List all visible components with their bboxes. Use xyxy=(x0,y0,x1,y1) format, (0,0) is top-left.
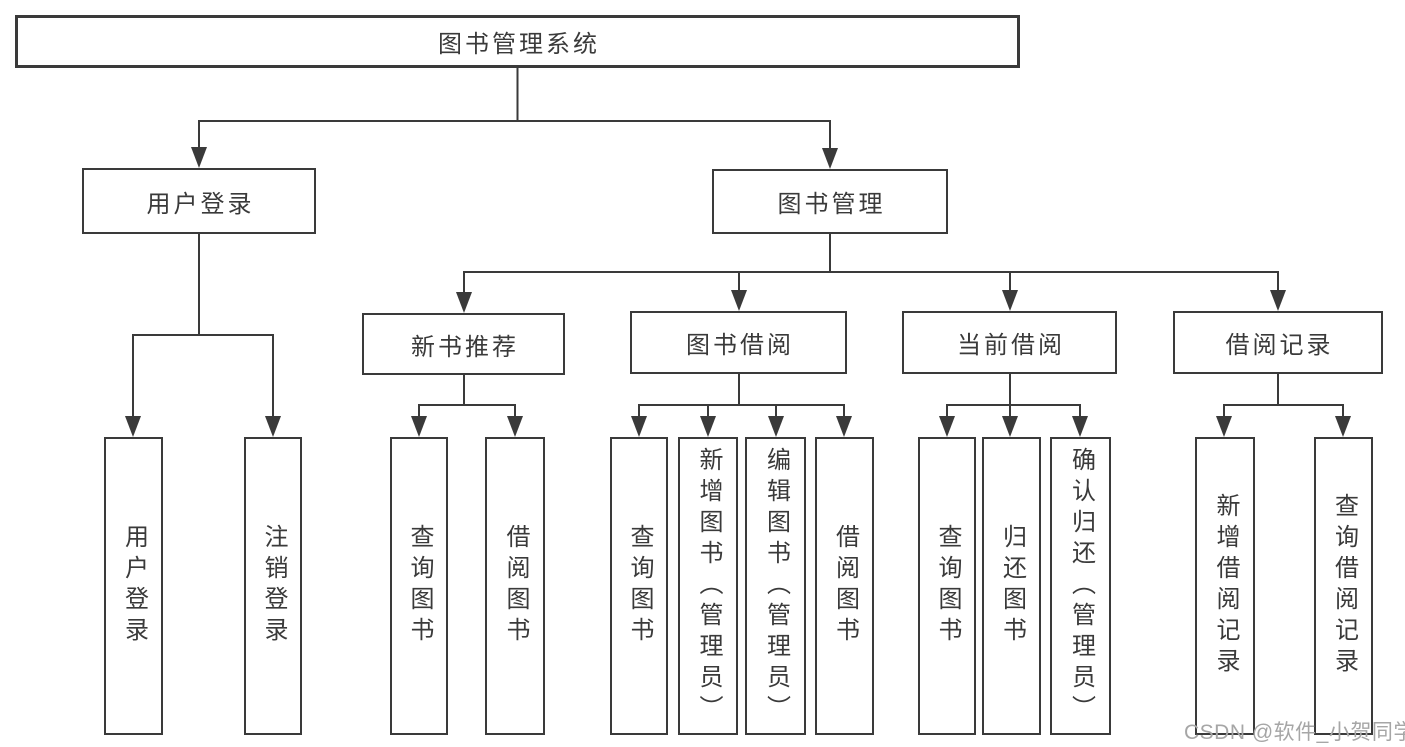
leaf-query-books-borrowing: 查询图书 xyxy=(610,437,668,735)
leaf-logout-action: 注销登录 xyxy=(244,437,302,735)
node-user-login: 用户登录 xyxy=(82,168,316,234)
connector-lines xyxy=(132,68,1344,419)
arrowhead-icon xyxy=(1002,290,1018,311)
leaf-logout-action-label: 注销登录 xyxy=(260,524,287,648)
node-book-borrowing: 图书借阅 xyxy=(630,311,847,374)
node-root-label: 图书管理系统 xyxy=(438,31,600,58)
arrowhead-icon xyxy=(836,416,852,437)
node-borrowing-records-label: 借阅记录 xyxy=(1225,332,1334,359)
node-book-management-label: 图书管理 xyxy=(777,191,886,218)
leaf-return-book: 归还图书 xyxy=(982,437,1041,735)
leaf-return-book-label: 归还图书 xyxy=(998,524,1026,648)
arrowhead-icon xyxy=(731,290,747,311)
node-borrowing-records: 借阅记录 xyxy=(1173,311,1383,374)
node-root: 图书管理系统 xyxy=(15,15,1020,68)
leaf-query-books-recommend-label: 查询图书 xyxy=(406,524,433,648)
leaf-query-books-current-label: 查询图书 xyxy=(934,524,961,648)
arrowhead-icon xyxy=(939,416,955,437)
leaf-confirm-return-admin-label: 确认归还（管理员） xyxy=(1067,446,1095,726)
leaf-confirm-return-admin: 确认归还（管理员） xyxy=(1050,437,1111,735)
arrowhead-icon xyxy=(1072,416,1088,437)
leaf-edit-book-admin: 编辑图书（管理员） xyxy=(745,437,806,735)
leaf-borrow-books-recommend: 借阅图书 xyxy=(485,437,545,735)
leaf-add-borrow-record: 新增借阅记录 xyxy=(1195,437,1255,735)
leaf-add-borrow-record-label: 新增借阅记录 xyxy=(1212,493,1239,679)
node-current-borrowing: 当前借阅 xyxy=(902,311,1117,374)
arrowhead-icon xyxy=(768,416,784,437)
leaf-borrow-books: 借阅图书 xyxy=(815,437,874,735)
node-book-management: 图书管理 xyxy=(712,169,948,234)
arrowhead-icon xyxy=(1270,290,1286,311)
arrowhead-icon xyxy=(411,416,427,437)
arrowhead-icon xyxy=(1216,416,1232,437)
arrowhead-icon xyxy=(631,416,647,437)
arrowhead-icon xyxy=(700,416,716,437)
node-book-borrowing-label: 图书借阅 xyxy=(686,332,794,359)
leaf-add-book-admin-label: 新增图书（管理员） xyxy=(695,446,722,726)
leaf-query-borrow-record: 查询借阅记录 xyxy=(1314,437,1373,735)
leaf-user-login-action-label: 用户登录 xyxy=(120,524,148,648)
leaf-edit-book-admin-label: 编辑图书（管理员） xyxy=(762,446,790,726)
node-new-book-recommend-label: 新书推荐 xyxy=(411,333,519,361)
arrowhead-icon xyxy=(456,292,472,313)
arrowhead-icon xyxy=(265,416,281,437)
leaf-borrow-books-recommend-label: 借阅图书 xyxy=(502,524,529,648)
node-new-book-recommend: 新书推荐 xyxy=(362,313,565,375)
node-user-login-label: 用户登录 xyxy=(146,190,255,218)
leaf-query-books-borrowing-label: 查询图书 xyxy=(626,524,653,648)
arrowhead-icon xyxy=(125,416,141,437)
leaf-query-books-recommend: 查询图书 xyxy=(390,437,448,735)
leaf-query-books-current: 查询图书 xyxy=(918,437,976,735)
arrowhead-icon xyxy=(1335,416,1351,437)
arrowhead-icon xyxy=(191,147,207,168)
arrowhead-icon xyxy=(507,416,523,437)
arrowheads xyxy=(125,147,1351,437)
leaf-user-login-action: 用户登录 xyxy=(104,437,163,735)
arrowhead-icon xyxy=(1002,416,1018,437)
leaf-borrow-books-label: 借阅图书 xyxy=(831,524,859,648)
node-current-borrowing-label: 当前借阅 xyxy=(957,332,1065,359)
leaf-query-borrow-record-label: 查询借阅记录 xyxy=(1330,493,1358,679)
csdn-watermark: CSDN @软件_小贺同学 xyxy=(1184,721,1405,744)
arrowhead-icon xyxy=(822,148,838,169)
leaf-add-book-admin: 新增图书（管理员） xyxy=(678,437,738,735)
